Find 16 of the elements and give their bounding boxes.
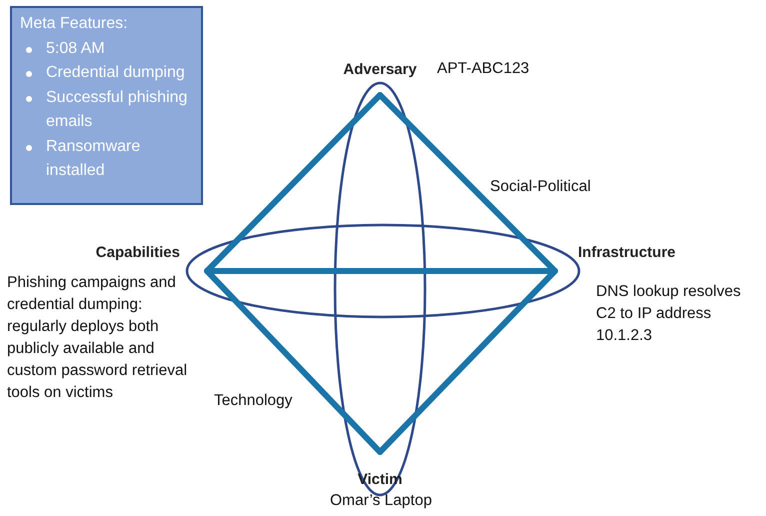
vertex-label: Capabilities [94,244,181,263]
box-heading: Meta Features: [20,14,129,34]
list-item: Ransomware installed [46,138,140,179]
list-item: 5:08 AM [46,40,105,56]
vertex-note: DNS lookup resolves C2 to IP address 10.1.2.3 [596,282,742,346]
vertex-note: APT-ABC123 [437,59,530,79]
feature-label: Social-Political [490,178,591,196]
list-item: Credential dumping [46,64,185,81]
vertex-label: Infrastructure [577,244,677,263]
connector-line [204,268,558,274]
meta-features-box [10,6,203,205]
vertex-note: Phishing campaigns and credential dumping: regularly deploys both publicly available and custom password retrieval tools on victims [7,273,188,403]
feature-label: Technology [214,392,292,410]
list-item: Successful phishing emails [46,88,188,130]
vertex-note: Omar’s Laptop [330,491,433,511]
vertex-label: Adversary [342,61,418,80]
